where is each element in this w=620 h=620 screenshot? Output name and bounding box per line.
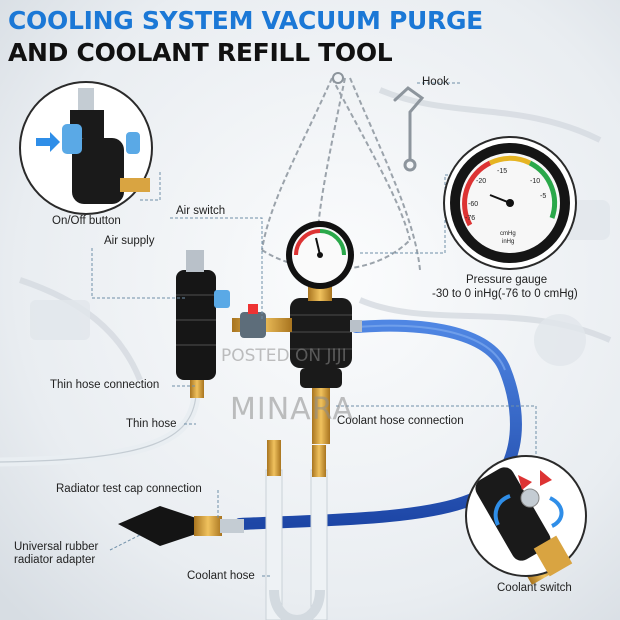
label-on-off-button: On/Off button xyxy=(52,215,121,227)
rotate-arrow-icon xyxy=(493,494,564,528)
callout-pressure-gauge xyxy=(443,136,577,270)
gauge-tick-label: -60 xyxy=(468,201,479,208)
label-coolant-switch: Coolant switch xyxy=(497,582,572,594)
title-line-1: COOLING SYSTEM VACUUM PURGE xyxy=(8,6,483,35)
gauge-tick-label: -5 xyxy=(540,193,547,200)
label-pressure-range: -30 to 0 inHg(-76 to 0 cmHg) xyxy=(432,288,578,300)
gauge-tick-label: -15 xyxy=(497,168,508,175)
callout-coolant-switch xyxy=(465,455,587,577)
tool-pressure-gauge xyxy=(286,221,354,289)
label-hook: Hook xyxy=(422,76,449,88)
label-coolant-hose-connection: Coolant hose connection xyxy=(337,415,464,427)
gauge-tick-label: -10 xyxy=(530,178,541,185)
label-coolant-hose: Coolant hose xyxy=(187,570,255,582)
air-supply-body xyxy=(176,250,266,398)
label-thin-hose: Thin hose xyxy=(126,418,177,430)
label-universal-rubber-line2: radiator adapter xyxy=(14,554,96,566)
label-universal-rubber-line1: Universal rubber xyxy=(14,541,99,553)
gauge-unit-top: cmHg xyxy=(500,231,516,237)
watermark-line-1: POSTED ON JIJI xyxy=(221,346,347,366)
label-thin-hose-connection: Thin hose connection xyxy=(50,379,160,391)
main-manifold xyxy=(232,285,362,444)
title-line-2: AND COOLANT REFILL TOOL xyxy=(8,38,393,67)
label-air-switch: Air switch xyxy=(176,205,226,217)
label-air-supply: Air supply xyxy=(104,235,155,247)
rubber-radiator-adapter xyxy=(118,506,244,546)
gauge-tick-label: -76 xyxy=(465,215,476,222)
label-pressure-gauge: Pressure gauge xyxy=(466,274,548,286)
brass-insert-left xyxy=(267,440,281,476)
gauge-unit-bottom: inHg xyxy=(502,239,515,245)
chain-ring xyxy=(332,72,344,84)
label-radiator-test-cap-connection: Radiator test cap connection xyxy=(56,483,202,495)
callout-on-off xyxy=(19,81,153,215)
brass-insert-right xyxy=(312,445,326,477)
gauge-tick-label: -20 xyxy=(476,178,487,185)
s-hook xyxy=(393,86,425,172)
watermark-line-2: MINARA xyxy=(230,392,354,427)
blue-arrow-icon xyxy=(36,132,60,152)
